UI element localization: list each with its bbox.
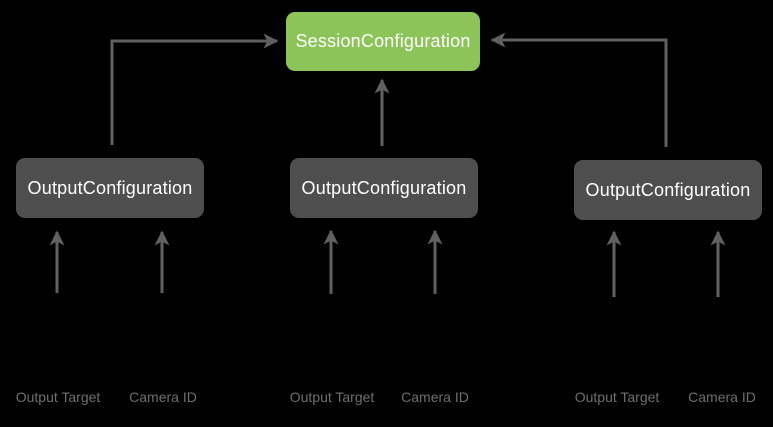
- label-output-target-left: Output Target: [15, 389, 101, 405]
- arrow-left-output-to-session: [110, 33, 279, 145]
- node-output-configuration-right: OutputConfiguration: [574, 160, 762, 220]
- label-camera-id-right: Camera ID: [688, 389, 756, 405]
- label-output-target-right: Output Target: [574, 389, 660, 405]
- label-camera-id-middle: Camera ID: [401, 389, 469, 405]
- node-session-configuration: SessionConfiguration: [286, 12, 480, 71]
- label-output-target-middle: Output Target: [289, 389, 375, 405]
- arrow-right-output-to-session: [490, 32, 668, 147]
- node-output-configuration-left: OutputConfiguration: [16, 158, 204, 218]
- label-camera-id-left: Camera ID: [129, 389, 197, 405]
- node-output-configuration-middle: OutputConfiguration: [290, 158, 478, 218]
